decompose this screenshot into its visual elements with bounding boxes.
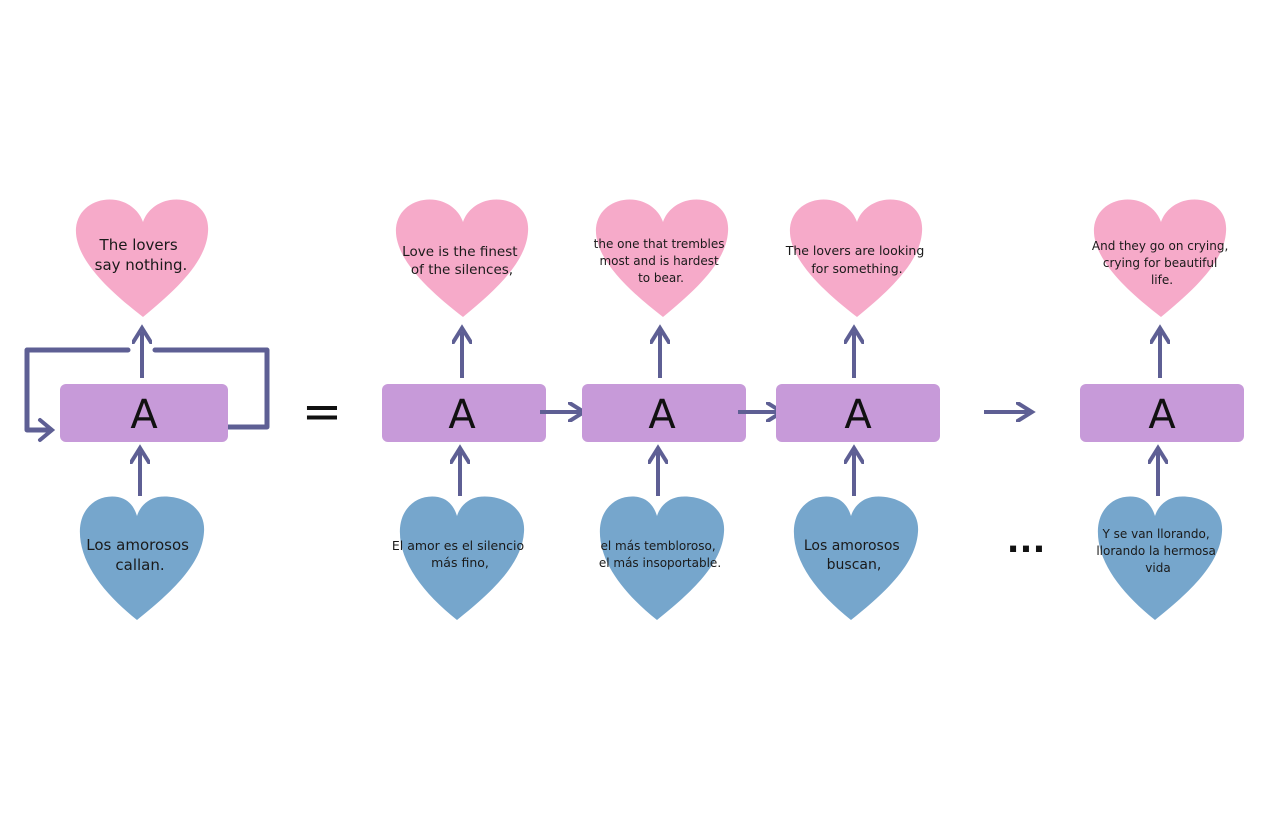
input-text: El amor es el silencio más fino, <box>392 538 528 570</box>
input-text-rolled: Los amorosos callan. <box>86 536 193 574</box>
output-heart <box>595 199 729 317</box>
input-line: El amor es el silencio <box>392 538 524 553</box>
input-heart <box>399 496 525 620</box>
output-line: of the silences, <box>411 262 513 278</box>
input-line: más fino, <box>431 555 489 570</box>
rnn-cell <box>776 384 940 442</box>
input-line: el más tembloroso, <box>601 539 716 553</box>
ellipsis: ... <box>1007 521 1046 561</box>
output-line: The lovers <box>99 236 178 254</box>
input-text: el más tembloroso, el más insoportable. <box>599 539 721 570</box>
rnn-cell <box>582 384 746 442</box>
input-line: Los amorosos <box>86 536 189 554</box>
cell-label: A <box>448 392 476 438</box>
output-line: to bear. <box>638 271 684 285</box>
output-line: for something. <box>811 261 902 276</box>
input-text: Los amorosos buscan, <box>804 538 904 573</box>
output-line: most and is hardest <box>599 254 719 268</box>
recurrent-loop-line <box>24 347 270 433</box>
unrolled-step: the one that trembles most and is hardes… <box>582 199 746 620</box>
output-text: The lovers are looking for something. <box>785 243 929 276</box>
output-text: Love is the finest of the silences, <box>402 244 522 278</box>
input-heart-rolled <box>79 496 205 620</box>
input-line: vida <box>1145 561 1170 575</box>
rnn-cell <box>1080 384 1244 442</box>
output-line: say nothing. <box>95 256 188 274</box>
cell-label: A <box>648 392 676 438</box>
recurrent-loop-arrowhead <box>38 418 56 442</box>
output-text-rolled: The lovers say nothing. <box>95 236 188 274</box>
output-heart <box>1093 199 1227 317</box>
unrolled-step: The lovers are looking for something. A … <box>776 199 940 620</box>
unrolled-step: And they go on crying, crying for beauti… <box>1080 199 1244 620</box>
input-heart <box>1097 496 1223 620</box>
input-line: llorando la hermosa <box>1096 544 1216 558</box>
output-text: the one that trembles most and is hardes… <box>594 237 729 285</box>
output-heart-rolled <box>75 199 209 317</box>
output-line: The lovers are looking <box>785 243 925 258</box>
rnn-cell <box>382 384 546 442</box>
input-line: buscan, <box>827 557 882 573</box>
input-line: el más insoportable. <box>599 556 721 570</box>
cell-label: A <box>1148 392 1176 438</box>
output-heart <box>395 199 529 317</box>
input-line: callan. <box>115 556 164 574</box>
rnn-cell-rolled <box>60 384 228 442</box>
output-line: the one that trembles <box>594 237 725 251</box>
input-heart <box>599 496 725 620</box>
input-heart <box>793 496 919 620</box>
cell-label: A <box>130 392 158 438</box>
input-line: Y se van llorando, <box>1102 527 1210 541</box>
cell-label: A <box>844 392 872 438</box>
input-line: Los amorosos <box>804 538 900 554</box>
output-heart <box>789 199 923 317</box>
output-line: crying for beautiful <box>1103 256 1217 270</box>
input-text: Y se van llorando, llorando la hermosa v… <box>1096 527 1219 575</box>
output-text: And they go on crying, crying for beauti… <box>1092 239 1232 287</box>
output-line: And they go on crying, <box>1092 239 1228 253</box>
output-line: Love is the finest <box>402 244 517 260</box>
output-line: life. <box>1151 273 1173 287</box>
equals-sign: = <box>302 384 342 440</box>
unrolled-step: Love is the finest of the silences, A El… <box>382 199 546 620</box>
rolled-network: The lovers say nothing. A Los amorosos c… <box>24 199 270 620</box>
